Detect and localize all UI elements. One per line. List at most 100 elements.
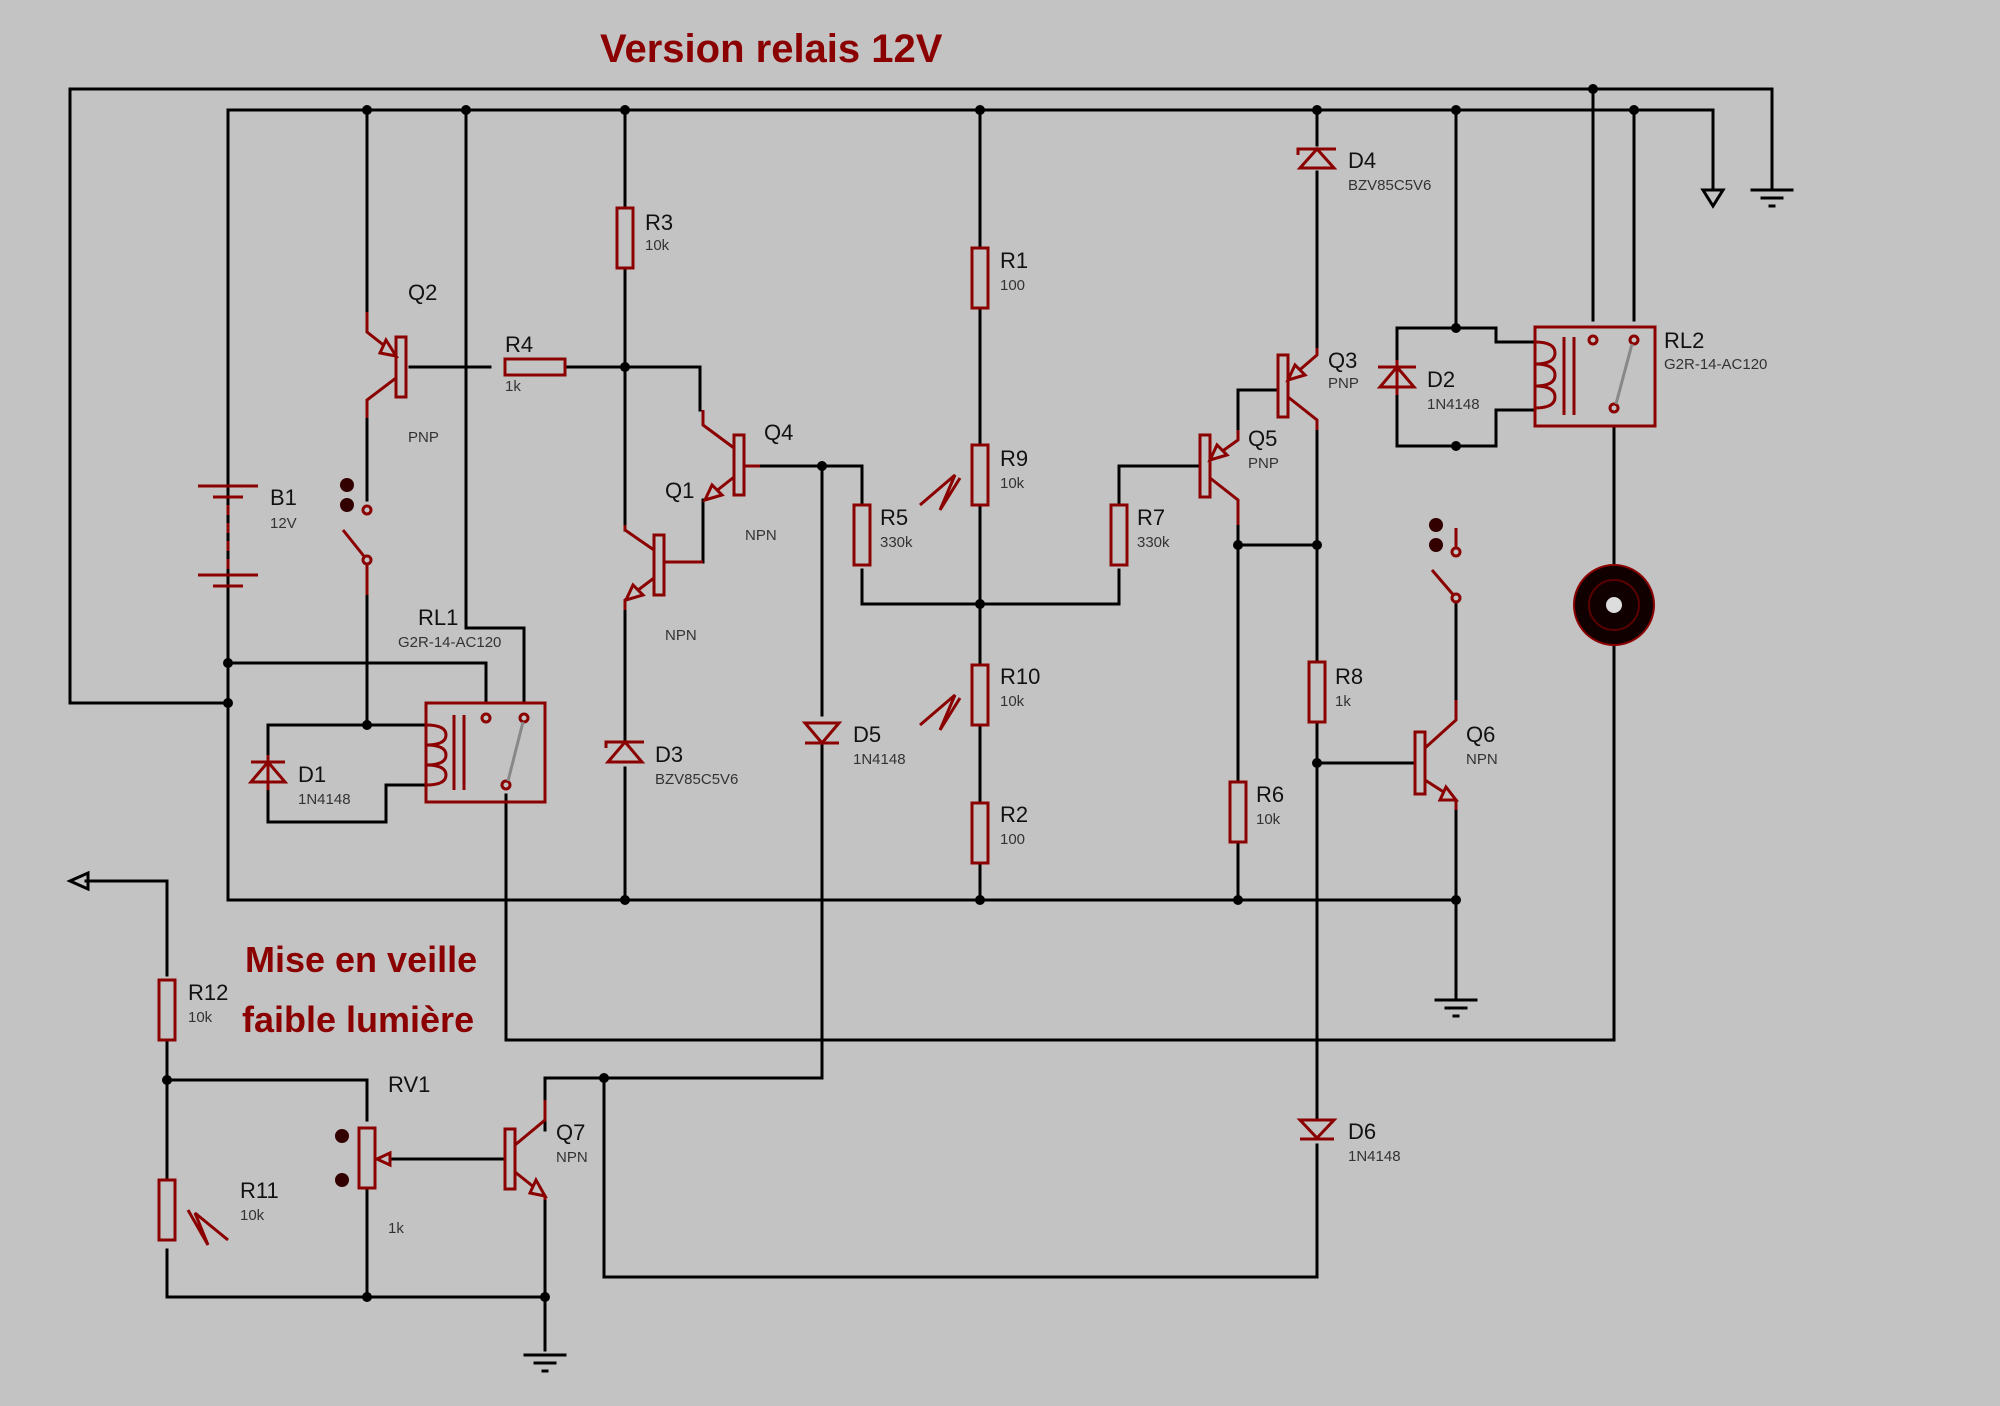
value-R4: 1k <box>505 378 521 395</box>
label-D3: D3 <box>655 742 683 767</box>
label-R6: R6 <box>1256 782 1284 807</box>
label-D5: D5 <box>853 722 881 747</box>
relay-RL1: RL1 G2R-14-AC120 <box>398 605 547 804</box>
value-D1: 1N4148 <box>298 791 351 808</box>
label-Q3: Q3 <box>1328 348 1357 373</box>
label-R8: R8 <box>1335 664 1363 689</box>
value-R1: 100 <box>1000 277 1025 294</box>
value-B1: 12V <box>270 515 297 532</box>
battery-B1: B1 12V <box>198 484 297 588</box>
resistor-R6: R6 10k <box>1228 780 1284 844</box>
ldr-R9: R9 10k <box>919 443 1028 511</box>
value-R10: 10k <box>1000 693 1025 710</box>
label-R4: R4 <box>505 332 533 357</box>
diode-D5: D5 1N4148 <box>801 721 906 768</box>
diode-D1: D1 1N4148 <box>247 755 351 808</box>
value-R7: 330k <box>1137 534 1170 551</box>
junctions <box>162 84 1639 1302</box>
output-arrow-icon <box>66 870 90 892</box>
value-R6: 10k <box>1256 811 1281 828</box>
resistor-R3: R3 10k <box>615 206 673 270</box>
value-R12: 10k <box>188 1009 213 1026</box>
zener-D4: D4 BZV85C5V6 <box>1296 146 1431 194</box>
ldr-R10: R10 10k <box>919 663 1040 731</box>
resistor-R1: R1 100 <box>970 246 1028 310</box>
label-R9: R9 <box>1000 446 1028 471</box>
value-D6: 1N4148 <box>1348 1148 1401 1165</box>
label-D6: D6 <box>1348 1119 1376 1144</box>
transistor-Q3: Q3 PNP <box>1276 348 1359 430</box>
label-RL2: RL2 <box>1664 328 1704 353</box>
label-D1: D1 <box>298 762 326 787</box>
value-RV1: 1k <box>388 1220 404 1237</box>
label-Q4: Q4 <box>764 420 793 445</box>
resistor-R8: R8 1k <box>1307 660 1363 724</box>
resistor-R12: R12 10k <box>157 978 228 1042</box>
value-R2: 100 <box>1000 831 1025 848</box>
label-R2: R2 <box>1000 802 1028 827</box>
wires <box>68 87 1774 1352</box>
label-Q5: Q5 <box>1248 426 1277 451</box>
resistor-R2: R2 100 <box>970 801 1028 865</box>
transistor-Q7: Q7 NPN <box>503 1100 588 1200</box>
note-line1: Mise en veille <box>245 939 477 980</box>
diode-D6: D6 1N4148 <box>1296 1118 1401 1165</box>
switch-sw1[interactable] <box>340 478 373 595</box>
value-D5: 1N4148 <box>853 751 906 768</box>
transistor-Q5: Q5 PNP <box>1198 426 1279 525</box>
value-R5: 330k <box>880 534 913 551</box>
value-R11: 10k <box>240 1207 265 1224</box>
resistor-R5: R5 330k <box>852 503 913 567</box>
value-Q2: PNP <box>408 429 439 446</box>
potentiometer-RV1[interactable]: RV1 1k <box>335 1072 430 1237</box>
value-Q4: NPN <box>745 527 777 544</box>
value-RL2: G2R-14-AC120 <box>1664 356 1767 373</box>
label-R11: R11 <box>240 1178 279 1203</box>
ground-icon <box>523 1353 567 1373</box>
label-Q6: Q6 <box>1466 722 1495 747</box>
value-Q3: PNP <box>1328 375 1359 392</box>
diode-D2: D2 1N4148 <box>1376 360 1480 413</box>
signal-ground-icon <box>1700 188 1726 209</box>
ground-icon <box>1750 188 1794 208</box>
value-R8: 1k <box>1335 693 1351 710</box>
value-Q6: NPN <box>1466 751 1498 768</box>
value-R9: 10k <box>1000 475 1025 492</box>
switch-sw2[interactable] <box>1429 518 1462 604</box>
value-Q7: NPN <box>556 1149 588 1166</box>
value-D4: BZV85C5V6 <box>1348 177 1431 194</box>
label-B1: B1 <box>270 485 297 510</box>
value-Q5: PNP <box>1248 455 1279 472</box>
label-D2: D2 <box>1427 367 1455 392</box>
transistor-Q6: Q6 NPN <box>1413 700 1498 810</box>
label-Q1: Q1 <box>665 478 694 503</box>
note-line2: faible lumière <box>242 999 474 1040</box>
label-R1: R1 <box>1000 248 1028 273</box>
value-RL1: G2R-14-AC120 <box>398 634 501 651</box>
title: Version relais 12V <box>600 27 943 71</box>
value-R3: 10k <box>645 237 670 254</box>
label-D4: D4 <box>1348 148 1376 173</box>
transistor-Q1: Q1 NPN <box>623 478 703 644</box>
label-R3: R3 <box>645 210 673 235</box>
buzzer-icon <box>1573 564 1655 646</box>
value-Q1: NPN <box>665 627 697 644</box>
value-D2: 1N4148 <box>1427 396 1480 413</box>
label-Q7: Q7 <box>556 1120 585 1145</box>
resistor-R4: R4 1k <box>503 332 567 395</box>
ground-icon <box>1434 993 1478 1018</box>
transistor-Q2: Q2 PNP <box>365 280 439 446</box>
label-RL1: RL1 <box>418 605 458 630</box>
transistor-Q4: Q4 NPN <box>701 410 793 544</box>
label-R7: R7 <box>1137 505 1165 530</box>
label-R10: R10 <box>1000 664 1040 689</box>
label-R5: R5 <box>880 505 908 530</box>
label-R12: R12 <box>188 980 228 1005</box>
label-Q2: Q2 <box>408 280 437 305</box>
relay-RL2: RL2 G2R-14-AC120 <box>1533 325 1767 428</box>
resistor-R7: R7 330k <box>1109 503 1170 567</box>
zener-D3: D3 BZV85C5V6 <box>604 739 738 788</box>
ldr-R11: R11 10k <box>157 1178 279 1246</box>
label-RV1: RV1 <box>388 1072 430 1097</box>
